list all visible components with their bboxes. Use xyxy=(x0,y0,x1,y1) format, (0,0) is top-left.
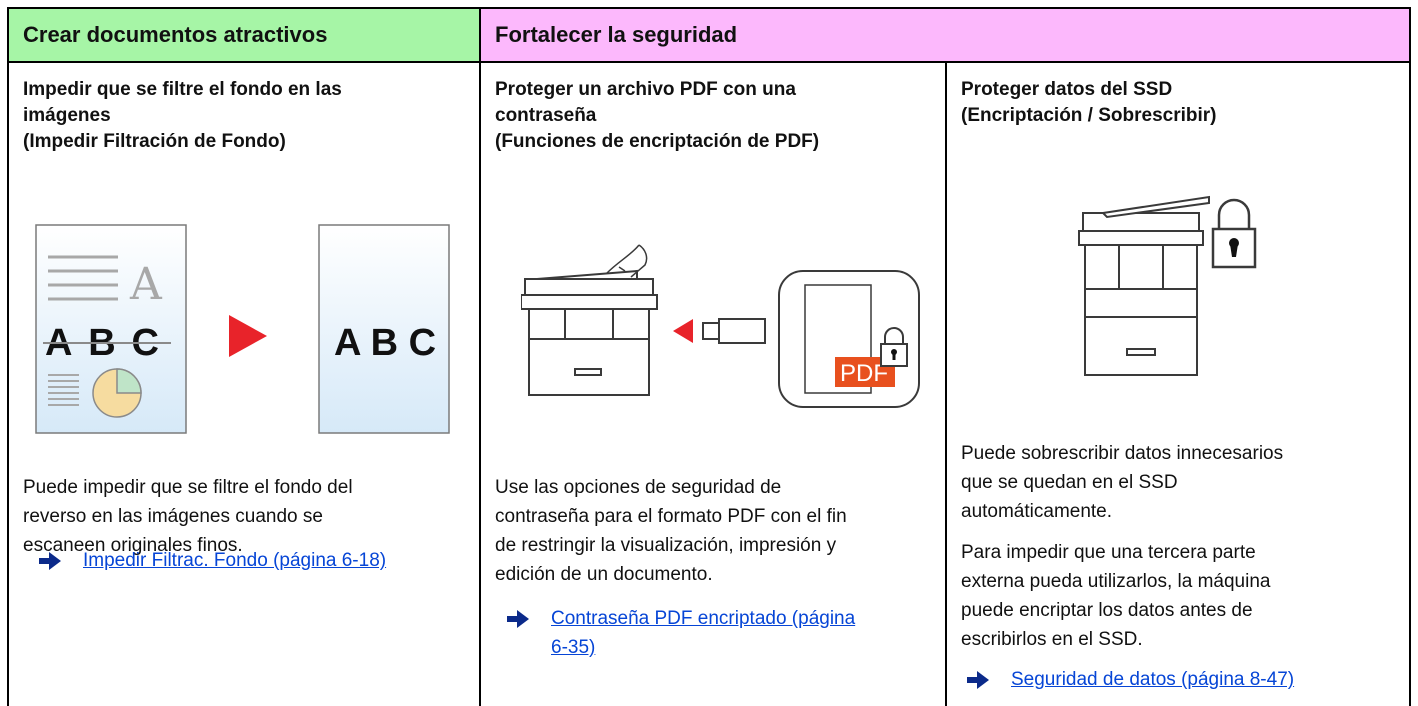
column-title: Proteger datos del SSD (Encriptación / S… xyxy=(961,77,1391,129)
desc-line: puede encriptar los datos antes de xyxy=(961,600,1253,621)
desc-line: escribirlos en el SSD. xyxy=(961,629,1143,650)
desc-line: Puede impedir que se filtre el fondo del xyxy=(23,477,353,498)
title-line: (Encriptación / Sobrescribir) xyxy=(961,105,1217,126)
desc-line: Use las opciones de seguridad de xyxy=(495,477,782,498)
pdf-encryption-illustration: PDF xyxy=(521,244,920,408)
title-line: (Impedir Filtración de Fondo) xyxy=(23,131,286,152)
desc-line: Puede sobrescribir datos innecesarios xyxy=(961,443,1284,464)
text-lines-icon xyxy=(48,255,118,301)
desc-line: externa pueda utilizarlos, la máquina xyxy=(961,571,1271,592)
column-description-2: Para impedir que una tercera parte exter… xyxy=(961,538,1401,654)
link-contrasena-pdf-encriptado[interactable]: Contraseña PDF encriptado (página 6-35) xyxy=(551,604,855,662)
title-line: (Funciones de encriptación de PDF) xyxy=(495,131,820,152)
column-ssd-protection: Proteger datos del SSD (Encriptación / S… xyxy=(947,63,1409,706)
desc-line: de restringir la visualización, impresió… xyxy=(495,535,837,556)
printer-icon xyxy=(521,269,658,396)
column-description-1: Puede sobrescribir datos innecesarios qu… xyxy=(961,439,1401,526)
desc-line: escaneen originales finos. xyxy=(23,535,243,556)
column-title: Proteger un archivo PDF con una contrase… xyxy=(495,77,925,155)
title-line: Impedir que se filtre el fondo en las xyxy=(23,79,342,100)
desc-line: que se quedan en el SSD xyxy=(961,472,1178,493)
link-seguridad-de-datos[interactable]: Seguridad de datos (página 8-47) xyxy=(1011,665,1294,694)
reference-link-row: Seguridad de datos (página 8-47) xyxy=(967,665,1294,694)
left-arrow-icon xyxy=(673,319,693,343)
background-bleed-illustration: A ABC A B C xyxy=(35,224,450,434)
usb-drive-icon xyxy=(702,318,766,344)
desc-line: reverso en las imágenes cuando se xyxy=(23,506,323,527)
link-arrow-icon xyxy=(507,610,529,628)
pie-chart-icon xyxy=(92,368,142,418)
link-arrow-icon xyxy=(967,671,989,689)
ssd-security-illustration xyxy=(1078,195,1257,376)
link-line[interactable]: Contraseña PDF encriptado (página xyxy=(551,608,856,629)
title-line: Proteger un archivo PDF con una xyxy=(495,79,796,100)
section-header-security: Fortalecer la seguridad xyxy=(481,9,1409,63)
right-arrow-icon xyxy=(229,315,267,357)
abc-text-result: A B C xyxy=(334,322,436,364)
title-line: imágenes xyxy=(23,105,111,126)
printer-icon xyxy=(1078,195,1210,376)
reference-link-row: Impedir Filtrac. Fondo (página 6-18) xyxy=(39,546,386,575)
section-header-attractive-documents: Crear documentos atractivos xyxy=(9,9,481,63)
content-table: Crear documentos atractivos Fortalecer l… xyxy=(7,7,1411,706)
link-line[interactable]: Impedir Filtrac. Fondo (página 6-18) xyxy=(83,550,387,571)
lock-icon xyxy=(880,327,908,367)
desc-line: edición de un documento. xyxy=(495,564,713,585)
column-background-bleed: Impedir que se filtre el fondo en las im… xyxy=(9,63,481,706)
link-impedir-filtrac-fondo[interactable]: Impedir Filtrac. Fondo (página 6-18) xyxy=(83,546,386,575)
lock-icon xyxy=(1211,198,1257,269)
column-description: Use las opciones de seguridad de contras… xyxy=(495,473,940,589)
title-line: contraseña xyxy=(495,105,597,126)
title-line: Proteger datos del SSD xyxy=(961,79,1173,100)
link-arrow-icon xyxy=(39,552,61,570)
small-lines-icon xyxy=(48,374,79,406)
column-description: Puede impedir que se filtre el fondo del… xyxy=(23,473,473,560)
desc-line: Para impedir que una tercera parte xyxy=(961,542,1256,563)
desc-line: contraseña para el formato PDF con el fi… xyxy=(495,506,847,527)
column-pdf-encryption: Proteger un archivo PDF con una contrase… xyxy=(481,63,947,706)
result-page xyxy=(318,224,450,434)
bleed-letter-icon: A xyxy=(129,259,163,310)
desc-line: automáticamente. xyxy=(961,501,1113,522)
hand-icon xyxy=(606,244,648,278)
column-title: Impedir que se filtre el fondo en las im… xyxy=(23,77,453,155)
link-line[interactable]: Seguridad de datos (página 8-47) xyxy=(1011,669,1295,690)
link-line[interactable]: 6-35) xyxy=(551,637,596,658)
reference-link-row: Contraseña PDF encriptado (página 6-35) xyxy=(507,604,855,662)
